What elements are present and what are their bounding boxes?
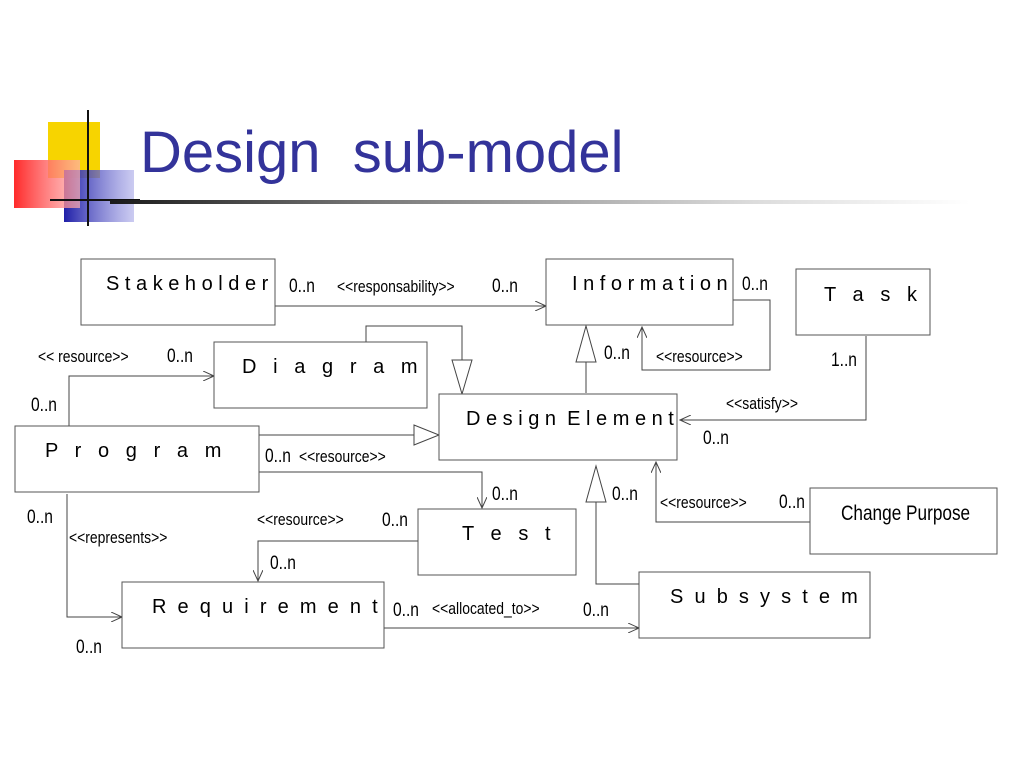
- program-diagram-link: [68, 376, 214, 426]
- class-label: R e q u i r e m e n t: [152, 596, 378, 618]
- mult-program-resource: 0..n: [265, 445, 291, 467]
- title-underline: [110, 200, 970, 204]
- mult-design-satisfy: 0..n: [703, 427, 729, 449]
- generalization-triangle-program: [413, 424, 441, 446]
- class-label: D i a g r a m: [242, 356, 418, 378]
- class-stakeholder[interactable]: S t a k e h o l d e r: [80, 258, 276, 326]
- connectors: [66, 299, 867, 628]
- class-label: S u b s y s t e m: [670, 586, 858, 608]
- generalization-triangle-diagram: [451, 359, 473, 396]
- mult-information-in: 0..n: [492, 275, 518, 297]
- label-allocated-to: <<allocated_to>>: [432, 600, 540, 619]
- label-resource-test: <<resource>>: [257, 511, 344, 530]
- program-test-link: [259, 471, 482, 508]
- label-resource-information: <<resource>>: [656, 348, 743, 367]
- multiplicities: 0..n 0..n 0..n 0..n 1..n 0..n 0..n 0..n …: [27, 273, 857, 658]
- class-design-element[interactable]: D e s i g n E l e m e n t: [438, 393, 678, 461]
- diagram-designelement-generalization: [365, 325, 463, 360]
- test-requirement-link: [258, 540, 418, 581]
- relation-labels: <<responsability>> << resource>> <<resou…: [38, 278, 798, 619]
- slide-logo: [14, 110, 140, 226]
- class-task[interactable]: T a s k: [795, 268, 931, 336]
- program-requirement-link: [66, 494, 122, 617]
- mult-design-bottom: 0..n: [612, 483, 638, 505]
- label-resource-program: <<resource>>: [299, 448, 386, 467]
- label-resource-diagram: << resource>>: [38, 348, 129, 367]
- task-designelement-link: [680, 336, 867, 420]
- slide-title: Design sub-model: [140, 120, 624, 185]
- class-information[interactable]: I n f o r m a t i o n: [545, 258, 734, 326]
- class-requirement[interactable]: R e q u i r e m e n t: [121, 581, 385, 649]
- class-label: Change Purpose: [841, 503, 970, 526]
- mult-diagram-resource: 0..n: [167, 345, 193, 367]
- label-represents: <<represents>>: [69, 529, 167, 548]
- class-label: T e s t: [462, 523, 551, 545]
- mult-information-resource: 0..n: [604, 342, 630, 364]
- mult-test-resource: 0..n: [382, 509, 408, 531]
- mult-subsystem-left: 0..n: [583, 599, 609, 621]
- label-responsability: <<responsability>>: [337, 278, 455, 297]
- mult-program-top: 0..n: [31, 394, 57, 416]
- mult-change-purpose: 0..n: [779, 491, 805, 513]
- mult-test-top: 0..n: [492, 483, 518, 505]
- changepurpose-designelement-link: [656, 462, 810, 523]
- information-task-link: [642, 299, 771, 371]
- mult-requirement-top: 0..n: [270, 552, 296, 574]
- class-label: T a s k: [824, 284, 918, 306]
- class-label: P r o g r a m: [45, 440, 221, 462]
- mult-task-down: 1..n: [831, 349, 857, 371]
- class-change-purpose[interactable]: Change Purpose: [809, 487, 998, 555]
- mult-requirement-right: 0..n: [393, 599, 419, 621]
- class-label: S t a k e h o l d e r: [106, 273, 269, 295]
- mult-program-bottom: 0..n: [27, 506, 53, 528]
- class-diagram[interactable]: D i a g r a m: [213, 341, 428, 409]
- generalization-triangle-subsystem: [585, 464, 607, 503]
- subsystem-designelement-generalization: [595, 502, 639, 585]
- class-label: I n f o r m a t i o n: [572, 273, 728, 295]
- mult-stakeholder-out: 0..n: [289, 275, 315, 297]
- class-subsystem[interactable]: S u b s y s t e m: [638, 571, 871, 639]
- mult-information-right: 0..n: [742, 273, 768, 295]
- mult-requirement-bottom: 0..n: [76, 636, 102, 658]
- class-program[interactable]: P r o g r a m: [14, 425, 260, 493]
- class-label: D e s i g n E l e m e n t: [466, 408, 674, 430]
- generalization-triangle-information: [575, 324, 597, 363]
- label-satisfy: <<satisfy>>: [726, 395, 798, 414]
- class-test[interactable]: T e s t: [417, 508, 577, 576]
- label-resource-change: <<resource>>: [660, 494, 747, 513]
